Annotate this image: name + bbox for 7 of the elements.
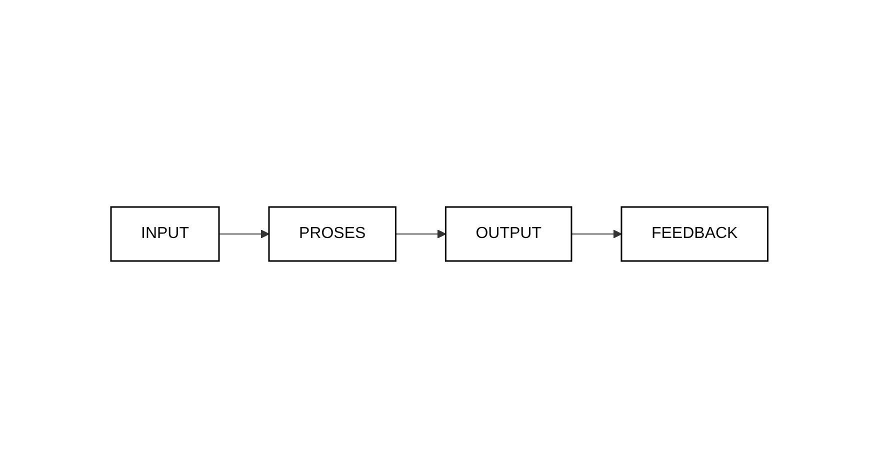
node-box: PROSES xyxy=(268,206,397,262)
arrow xyxy=(571,230,622,238)
node-box: FEEDBACK xyxy=(620,206,769,262)
node-box: OUTPUT xyxy=(445,206,572,262)
arrow xyxy=(218,230,270,238)
node-box: INPUT xyxy=(110,206,220,262)
arrow xyxy=(395,230,446,238)
